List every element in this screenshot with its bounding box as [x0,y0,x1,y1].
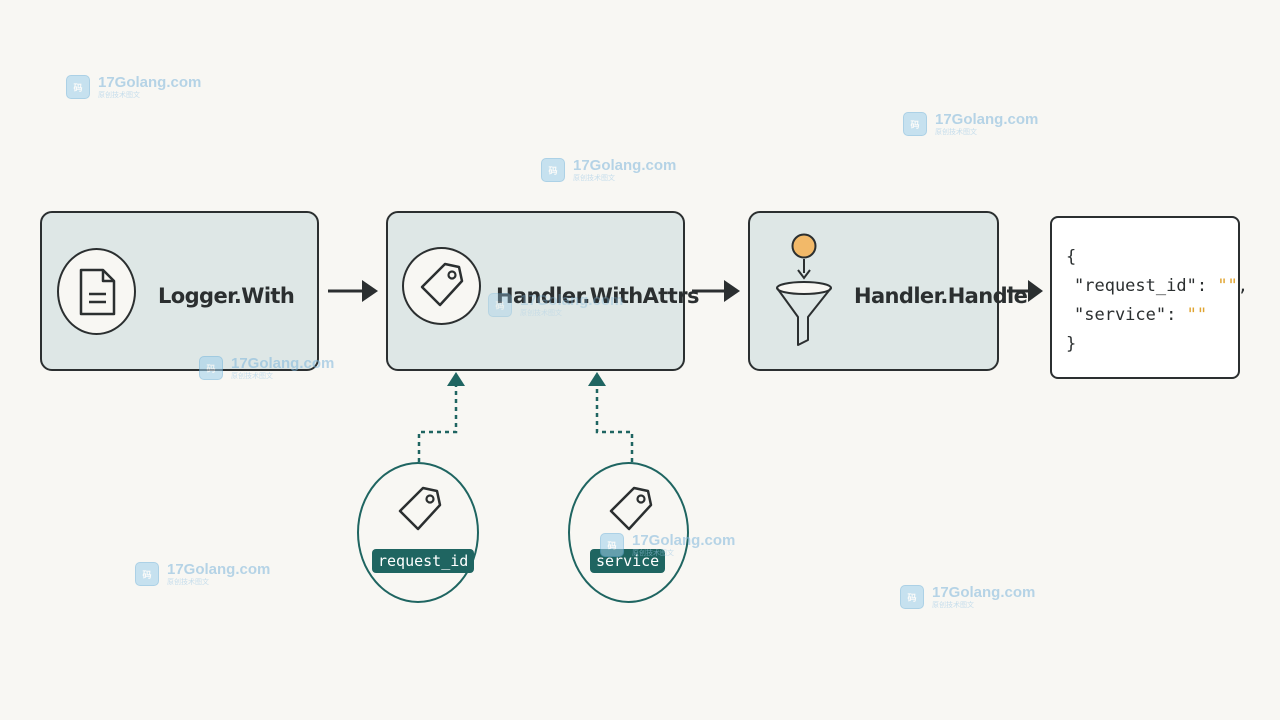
tag-icon [609,486,653,531]
document-icon [79,268,115,315]
watermark-logo-icon: 码 [488,293,512,317]
stage-label: Logger.With [158,284,295,308]
stage-handler-handle: Handler.Handle [748,211,1028,371]
watermark-logo-icon: 码 [541,158,565,182]
watermark-sub: 原创技术图文 [935,129,977,136]
watermark-sub: 原创技术图文 [167,579,209,586]
attr-label: request_id [372,549,475,573]
json-end: , [1237,276,1249,296]
json-value: "" [1217,276,1238,296]
stage-handler-withattrs: Handler.WithAttrs [386,211,699,371]
watermark-sub: 原创技术图文 [98,92,140,99]
attr-connector-service [588,372,634,462]
watermark-sub: 原创技术图文 [632,550,674,557]
tag-icon-circle [402,247,481,325]
json-key: "request_id" [1074,276,1197,296]
watermark-logo-icon: 码 [199,356,223,380]
watermark-sub: 原创技术图文 [231,373,273,380]
watermark-text: 17Golang.com [167,561,271,578]
json-sep: : [1196,276,1218,296]
watermark-text: 17Golang.com [632,532,736,549]
json-open-brace: { [1066,247,1077,267]
watermark-text: 17Golang.com [231,355,335,372]
watermark-text: 17Golang.com [935,111,1039,128]
watermark-text: 17Golang.com [98,74,202,91]
funnel-icon [776,233,832,346]
json-key: "service" [1074,305,1167,325]
attr-node-request-id: request_id [357,462,479,603]
flow-arrow-2 [692,280,740,302]
tag-icon [420,262,463,306]
flow-arrow-1 [328,280,378,302]
watermark-text: 17Golang.com [573,157,677,174]
json-sep: : [1166,305,1187,325]
tag-icon [398,486,442,531]
json-line-service: "service": "" [1074,305,1207,325]
document-icon-circle [57,248,136,335]
stage-label: Handler.WithAttrs [496,284,699,308]
watermark-text: 17Golang.com [932,584,1036,601]
watermark-logo-icon: 码 [900,585,924,609]
json-value: "" [1186,305,1208,325]
stage-logger-with: Logger.With [40,211,319,371]
watermark-text: 17Golang.com [520,292,624,309]
watermark-logo-icon: 码 [66,75,90,99]
json-close-brace: } [1066,334,1077,354]
json-line-request-id: "request_id": "", [1074,276,1248,296]
watermark-logo-icon: 码 [903,112,927,136]
watermark-logo-icon: 码 [600,533,624,557]
watermark-sub: 原创技术图文 [932,602,974,609]
attr-connector-request-id [417,372,465,462]
stage-label: Handler.Handle [854,284,1028,308]
watermark-logo-icon: 码 [135,562,159,586]
flow-arrow-3 [1007,280,1043,302]
json-output: { "request_id": "", "service": "" } [1050,216,1248,379]
watermark-sub: 原创技术图文 [520,310,562,317]
watermark-sub: 原创技术图文 [573,175,615,182]
